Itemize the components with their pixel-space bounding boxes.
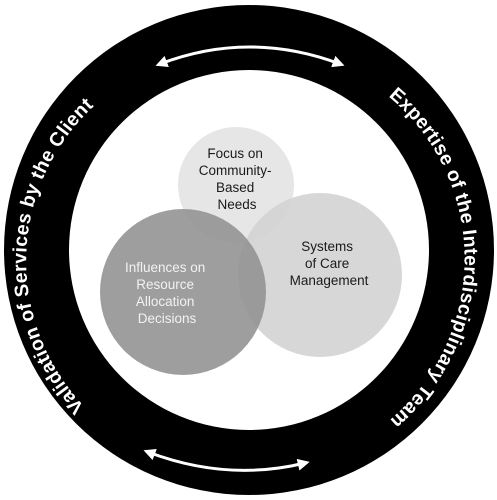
venn-circle-right (238, 193, 402, 357)
venn-label-top: Focus on Community- Based Needs (199, 146, 276, 212)
venn-circle-left (100, 209, 266, 375)
venn-label-right: Systems of Care Management (290, 239, 369, 288)
double-arrow-bottom-icon (143, 448, 310, 472)
double-arrow-top-icon (155, 45, 345, 68)
venn-label-left: Influences on Resource Allocation Decisi… (125, 260, 209, 326)
